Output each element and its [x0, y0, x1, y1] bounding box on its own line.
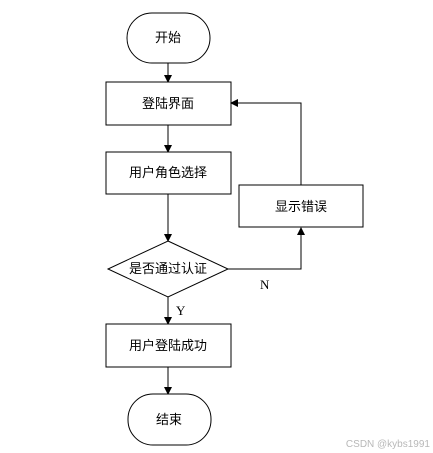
- edge-auth-to-error: [228, 227, 305, 270]
- end-node-label: 结束: [156, 413, 182, 428]
- no-label: N: [260, 277, 270, 292]
- login-success-node: 用户登陆成功: [105, 323, 232, 368]
- start-node: 开始: [126, 12, 211, 64]
- edge-error-to-login: [230, 99, 302, 185]
- auth-decision-label: 是否通过认证: [129, 262, 207, 277]
- watermark: CSDN @kybs1991: [346, 439, 431, 450]
- error-display-label: 显示错误: [275, 200, 327, 215]
- end-node: 结束: [127, 393, 212, 446]
- role-select-label: 用户角色选择: [129, 165, 207, 181]
- role-select-node: 用户角色选择: [105, 151, 232, 195]
- error-display-node: 显示错误: [238, 184, 364, 228]
- login-success-label: 用户登陆成功: [129, 338, 207, 354]
- yes-label: Y: [176, 303, 186, 318]
- start-node-label: 开始: [155, 31, 181, 46]
- login-screen-node: 登陆界面: [105, 81, 232, 126]
- login-screen-label: 登陆界面: [142, 96, 194, 112]
- auth-decision-node: 是否通过认证: [106, 240, 230, 298]
